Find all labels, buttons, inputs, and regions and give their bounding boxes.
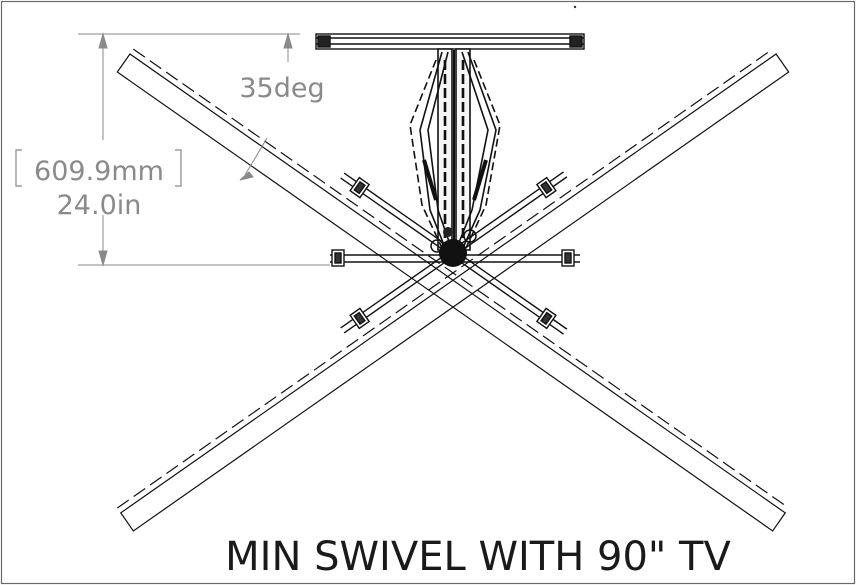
depth-dimension: [78, 32, 330, 267]
rotated-bracket-a: [340, 172, 568, 335]
articulating-arms: [409, 48, 501, 255]
bracket-left: [15, 149, 22, 187]
pivot-hub: [430, 227, 477, 267]
dimension-in-label: 24.0in: [57, 190, 142, 221]
bracket-right: [175, 149, 182, 187]
drawing-title: MIN SWIVEL WITH 90" TV: [225, 534, 731, 580]
angle-dimension: [239, 32, 293, 181]
angle-arrowhead-top: [283, 32, 293, 49]
dimension-mm-label: 609.9mm: [34, 156, 164, 187]
tv-outline-right-swivel: [116, 48, 790, 532]
dimension-brackets: [15, 149, 182, 187]
angle-label: 35deg: [239, 73, 324, 104]
angle-leader-line: [244, 137, 268, 176]
rotated-bracket-b: [340, 171, 568, 334]
arrowhead-top: [98, 32, 108, 49]
tv-outline-left-swivel: [116, 48, 790, 532]
angle-arrowhead-bottom: [239, 171, 254, 181]
stray-mark: [573, 5, 577, 9]
wall-plate: [315, 33, 585, 50]
arrowhead-bottom: [98, 250, 108, 267]
